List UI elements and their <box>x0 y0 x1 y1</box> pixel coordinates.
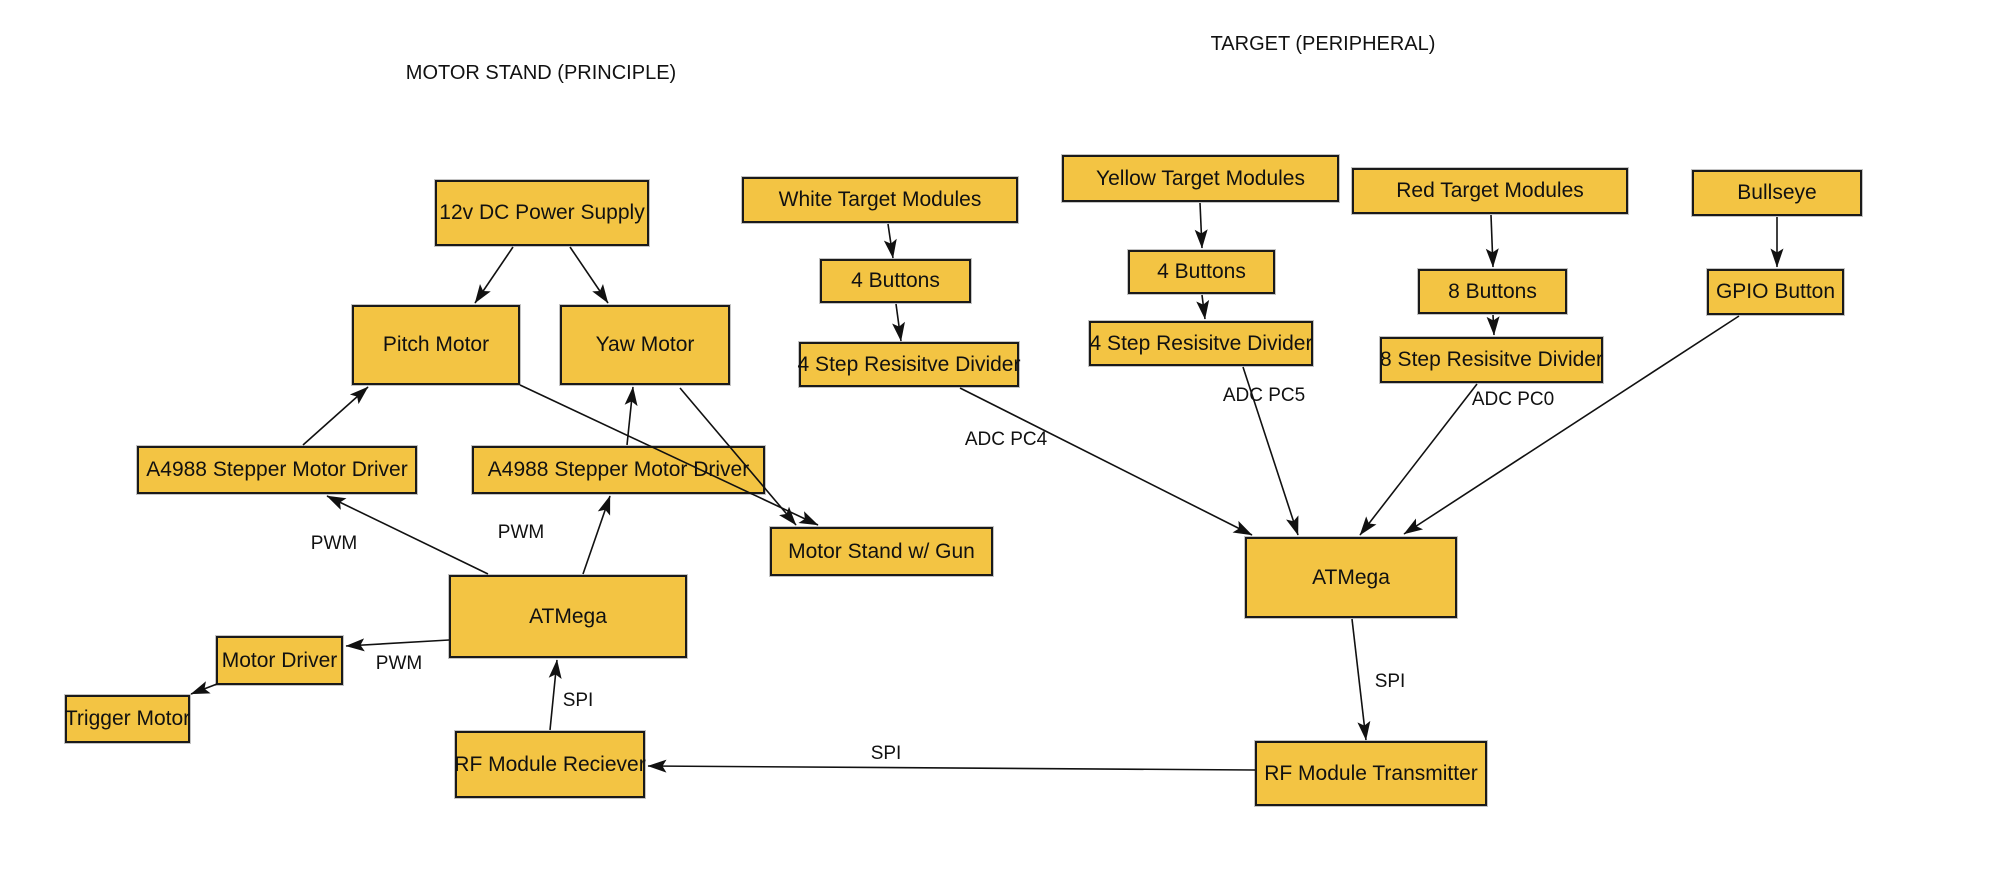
node-label-pitch-motor: Pitch Motor <box>382 333 490 357</box>
node-label-rf-receiver: RF Module Reciever <box>454 752 646 776</box>
node-label-motor-driver: Motor Driver <box>221 648 338 672</box>
node-motor-driver: Motor Driver <box>216 636 343 685</box>
node-a4988-right: A4988 Stepper Motor Driver <box>472 446 765 494</box>
node-motor-stand: Motor Stand w/ Gun <box>770 527 993 576</box>
node-rf-receiver: RF Module Reciever <box>454 731 646 798</box>
node-label-red-modules: Red Target Modules <box>1396 179 1584 203</box>
node-label-white-modules: White Target Modules <box>778 188 982 212</box>
node-label-yellow-modules: Yellow Target Modules <box>1096 166 1305 190</box>
node-yellow-divider: 4 Step Resisitve Divider <box>1089 321 1313 366</box>
node-white-modules: White Target Modules <box>742 177 1018 223</box>
node-label-power-supply: 12v DC Power Supply <box>439 201 645 225</box>
node-a4988-left: A4988 Stepper Motor Driver <box>137 446 417 494</box>
node-label-atmega-left: ATMega <box>529 604 607 628</box>
node-label-red-buttons: 8 Buttons <box>1448 279 1537 303</box>
node-label-a4988-right: A4988 Stepper Motor Driver <box>487 458 750 482</box>
node-trigger-motor: Trigger Motor <box>65 695 190 743</box>
node-label-atmega-right: ATMega <box>1312 565 1390 589</box>
node-yaw-motor: Yaw Motor <box>560 305 730 385</box>
node-gpio-button: GPIO Button <box>1707 269 1844 315</box>
node-white-divider: 4 Step Resisitve Divider <box>797 342 1021 387</box>
node-red-buttons: 8 Buttons <box>1418 269 1567 314</box>
node-yellow-buttons: 4 Buttons <box>1128 250 1275 294</box>
node-label-white-buttons: 4 Buttons <box>851 269 940 293</box>
node-white-buttons: 4 Buttons <box>820 259 971 303</box>
node-yellow-modules: Yellow Target Modules <box>1062 155 1339 202</box>
node-pitch-motor: Pitch Motor <box>352 305 520 385</box>
node-red-modules: Red Target Modules <box>1352 168 1628 214</box>
node-label-a4988-left: A4988 Stepper Motor Driver <box>146 458 408 482</box>
node-label-red-divider: 8 Step Resisitve Divider <box>1380 348 1603 372</box>
node-label-bullseye: Bullseye <box>1737 181 1817 205</box>
node-power-supply: 12v DC Power Supply <box>435 180 649 246</box>
node-label-yellow-divider: 4 Step Resisitve Divider <box>1089 331 1313 355</box>
node-label-gpio-button: GPIO Button <box>1715 280 1836 304</box>
node-rf-transmitter: RF Module Transmitter <box>1255 741 1487 806</box>
node-label-yaw-motor: Yaw Motor <box>595 333 695 357</box>
node-red-divider: 8 Step Resisitve Divider <box>1380 337 1603 383</box>
node-label-trigger-motor: Trigger Motor <box>64 707 191 731</box>
node-label-white-divider: 4 Step Resisitve Divider <box>797 352 1021 376</box>
node-label-yellow-buttons: 4 Buttons <box>1157 260 1246 284</box>
node-label-rf-transmitter: RF Module Transmitter <box>1264 761 1478 785</box>
node-label-motor-stand: Motor Stand w/ Gun <box>788 539 975 563</box>
node-atmega-right: ATMega <box>1245 537 1457 618</box>
node-atmega-left: ATMega <box>449 575 687 658</box>
node-bullseye: Bullseye <box>1692 170 1862 216</box>
